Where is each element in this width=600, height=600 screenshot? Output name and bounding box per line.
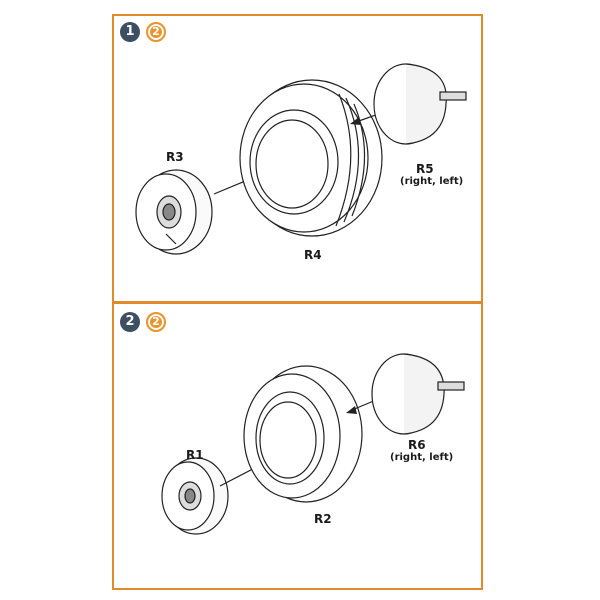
part-label-r6: R6: [408, 438, 426, 452]
arrow-head: [346, 406, 357, 414]
step-number-badge: 1: [120, 22, 140, 42]
outer-hub-part: [373, 63, 467, 145]
tire-part: [243, 365, 363, 503]
instruction-panel-1: 1 2 R3: [112, 14, 483, 303]
part-label-r3: R3: [166, 150, 184, 164]
part-label-r2: R2: [314, 512, 332, 526]
outer-hub-part: [371, 353, 465, 435]
tire-part: [239, 79, 383, 237]
part-note-r6: (right, left): [390, 452, 454, 463]
part-note-r5: (right, left): [400, 176, 464, 187]
wheel-assembly-drawing-1: [135, 63, 467, 255]
step-number-badge: 2: [120, 312, 140, 332]
part-label-r5: R5: [416, 162, 434, 176]
reference-badge: 2: [146, 22, 166, 42]
inner-hub-part: [135, 169, 213, 255]
inner-hub-part: [161, 457, 229, 535]
arrow-head: [350, 117, 361, 125]
wheel-assembly-drawing-2: [161, 353, 465, 535]
instruction-panel-2: 2 2 R1 R2 R6 (right, left): [112, 302, 483, 590]
part-label-r4: R4: [304, 248, 322, 262]
part-label-r1: R1: [186, 448, 204, 462]
reference-badge: 2: [146, 312, 166, 332]
